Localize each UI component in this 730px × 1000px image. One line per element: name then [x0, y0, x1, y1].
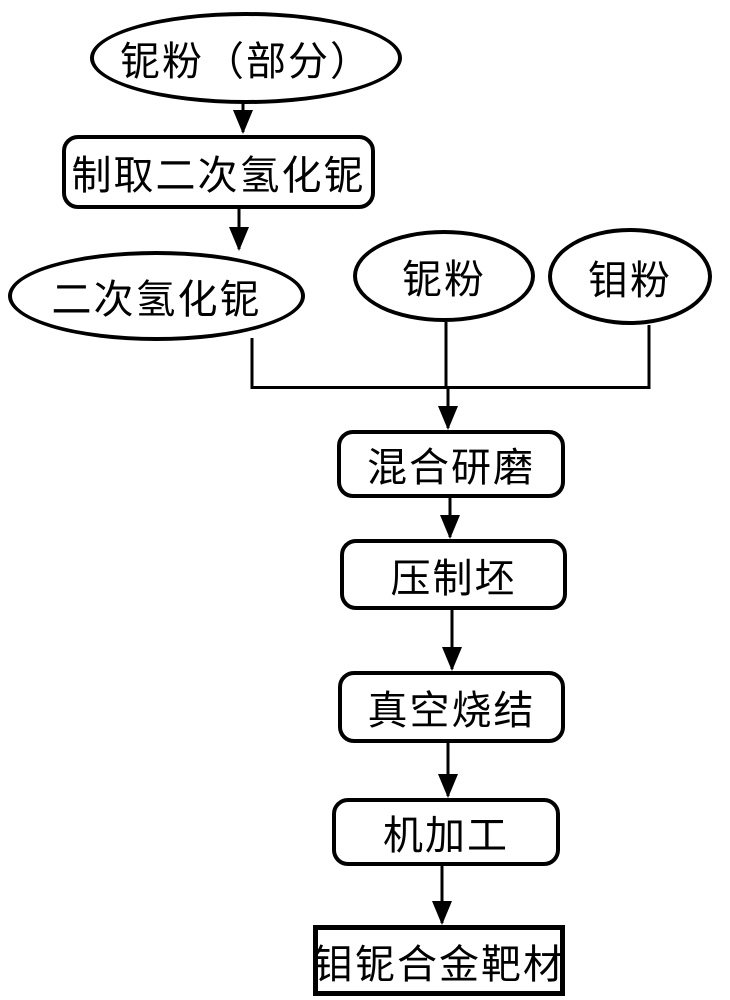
node-label: 混合研磨	[367, 445, 535, 490]
node-nb-powder-partial: 铌粉（部分）	[90, 12, 402, 104]
node-label: 钼铌合金靶材	[313, 941, 565, 987]
node-label: 铌粉	[402, 257, 486, 302]
node-mo-powder: 钼粉	[548, 228, 712, 325]
node-label: 真空烧结	[367, 688, 536, 733]
edge-merge-bus	[250, 322, 651, 389]
node-label: 机加工	[383, 813, 509, 858]
node-label: 压制坯	[390, 555, 517, 601]
node-mix-grind: 混合研磨	[337, 430, 565, 498]
node-press-blank: 压制坯	[340, 539, 567, 610]
node-prepare-secondary-hydride: 制取二次氢化铌	[62, 135, 375, 209]
node-label: 铌粉（部分）	[120, 39, 372, 84]
node-label: 钼粉	[588, 257, 672, 303]
node-alloy-target: 钼铌合金靶材	[313, 925, 565, 996]
node-label: 制取二次氢化铌	[71, 153, 366, 198]
node-label: 二次氢化铌	[51, 277, 262, 322]
node-machining: 机加工	[332, 798, 560, 866]
node-vacuum-sinter: 真空烧结	[338, 671, 565, 743]
node-nb-powder: 铌粉	[353, 230, 535, 322]
node-secondary-hydride: 二次氢化铌	[8, 251, 305, 341]
